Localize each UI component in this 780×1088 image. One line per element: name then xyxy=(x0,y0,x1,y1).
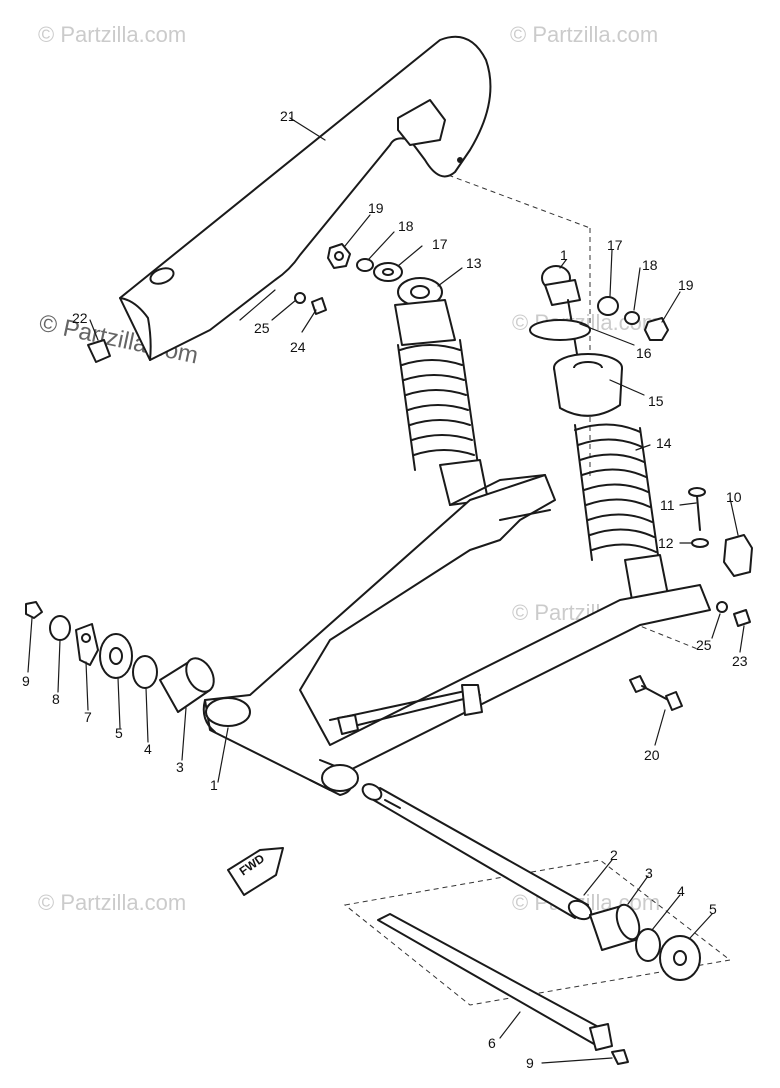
callout-17: 17 xyxy=(432,236,448,252)
callout-3: 3 xyxy=(645,865,653,881)
callout-18: 18 xyxy=(642,257,658,273)
callout-25: 25 xyxy=(254,320,270,336)
pivot-hardware-right xyxy=(589,903,701,981)
callout-8: 8 xyxy=(52,691,60,707)
callout-18: 18 xyxy=(398,218,414,234)
watermark: © Partzilla.com xyxy=(38,890,186,915)
callout-16: 16 xyxy=(636,345,652,361)
callout-25: 25 xyxy=(696,637,712,653)
pivot-bolt-6 xyxy=(377,913,629,1065)
callout-24: 24 xyxy=(290,339,306,355)
bolt-24 xyxy=(294,292,327,315)
callout-numbers: 21 22 25 24 19 18 17 13 1 17 18 19 16 15… xyxy=(22,108,748,1071)
watermark: © Partzilla.com xyxy=(38,22,186,47)
callout-1: 1 xyxy=(560,247,568,263)
callout-13: 13 xyxy=(466,255,482,271)
bolt-11 xyxy=(688,487,753,577)
bolt-20 xyxy=(629,675,683,711)
callout-23: 23 xyxy=(732,653,748,669)
callout-6: 6 xyxy=(488,1035,496,1051)
callout-4: 4 xyxy=(677,883,685,899)
callout-19: 19 xyxy=(678,277,694,293)
watermark: © Partzilla.com xyxy=(510,22,658,47)
callout-2: 2 xyxy=(610,847,618,863)
pivot-hardware-left xyxy=(25,601,215,713)
leader-lines xyxy=(27,117,745,1064)
callout-11: 11 xyxy=(660,497,675,513)
callout-12: 12 xyxy=(658,535,674,551)
callout-1: 1 xyxy=(210,777,218,793)
callout-10: 10 xyxy=(726,489,742,505)
fwd-arrow: FWD xyxy=(227,847,284,896)
callout-14: 14 xyxy=(656,435,672,451)
callout-22: 22 xyxy=(72,310,88,326)
chain-case xyxy=(119,35,492,361)
callout-5: 5 xyxy=(709,901,717,917)
shock-absorber-right xyxy=(553,353,669,601)
callout-5: 5 xyxy=(115,725,123,741)
callout-20: 20 xyxy=(644,747,660,763)
callout-3: 3 xyxy=(176,759,184,775)
hardware-left xyxy=(327,243,403,282)
callout-17: 17 xyxy=(607,237,623,253)
shock-absorber-left xyxy=(394,277,489,506)
callout-9: 9 xyxy=(22,673,30,689)
clip-part-22 xyxy=(87,339,111,363)
callout-7: 7 xyxy=(84,709,92,725)
swingarm xyxy=(202,474,711,796)
shock-absorber-right-top xyxy=(529,265,669,361)
bolt-23 xyxy=(716,601,751,627)
callout-4: 4 xyxy=(144,741,152,757)
pivot-collar-2 xyxy=(361,783,593,921)
callout-9: 9 xyxy=(526,1055,534,1071)
callout-15: 15 xyxy=(648,393,664,409)
callout-21: 21 xyxy=(280,108,296,124)
callout-19: 19 xyxy=(368,200,384,216)
